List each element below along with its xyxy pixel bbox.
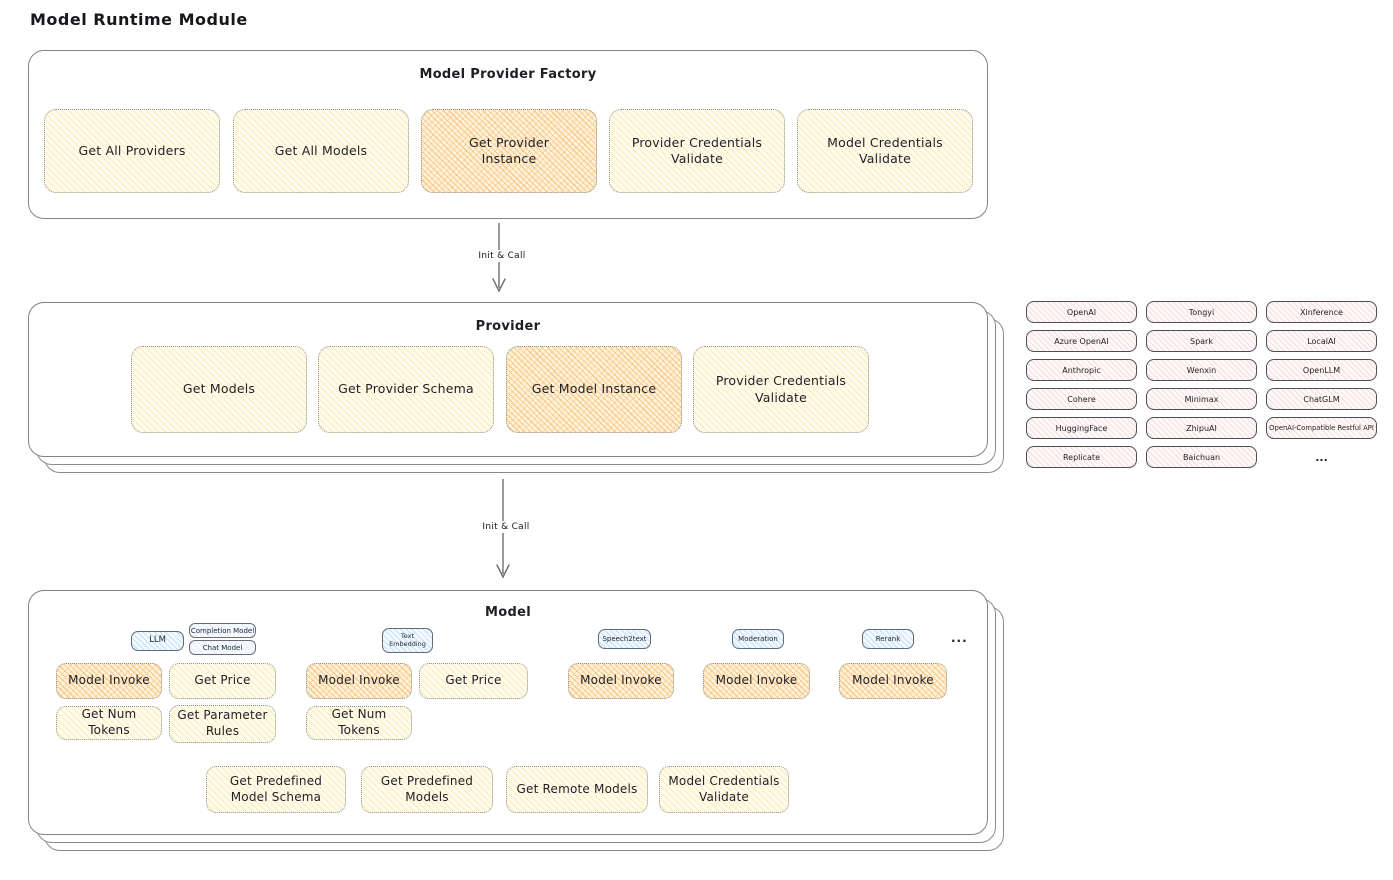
provider-item-localai: LocalAI <box>1266 330 1377 352</box>
provider-item-baichuan: Baichuan <box>1146 446 1257 468</box>
provider-list: OpenAI Tongyi Xinference Azure OpenAI Sp… <box>1026 301 1377 468</box>
model-types-ellipsis: ... <box>951 631 968 645</box>
tag-speech2text: Speech2text <box>598 629 651 649</box>
tag-rerank: Rerank <box>862 629 914 649</box>
provider-item-cohere: Cohere <box>1026 388 1137 410</box>
method-get-num-tokens-text-embedding: Get Num Tokens <box>306 706 412 740</box>
method-get-num-tokens-llm: Get Num Tokens <box>56 706 162 740</box>
model-container: Model LLM Completion Model Chat Model Te… <box>28 590 988 835</box>
provider-item-wenxin: Wenxin <box>1146 359 1257 381</box>
method-model-invoke-moderation: Model Invoke <box>703 663 810 699</box>
method-get-price-text-embedding: Get Price <box>419 663 528 699</box>
provider-title: Provider <box>475 319 541 334</box>
method-get-all-models: Get All Models <box>233 109 409 193</box>
method-model-invoke-speech2text: Model Invoke <box>568 663 674 699</box>
provider-list-ellipsis: ... <box>1315 450 1328 464</box>
provider-item-openllm: OpenLLM <box>1266 359 1377 381</box>
method-get-predefined-model-schema: Get Predefined Model Schema <box>206 766 346 813</box>
provider-item-replicate: Replicate <box>1026 446 1137 468</box>
method-get-all-providers: Get All Providers <box>44 109 220 193</box>
method-get-remote-models: Get Remote Models <box>506 766 648 813</box>
tag-llm: LLM <box>131 631 184 651</box>
provider-container: Provider Get Models Get Provider Schema … <box>28 302 988 457</box>
provider-item-openai-compatible: OpenAI-Compatible Restful API <box>1266 417 1377 439</box>
provider-item-chatglm: ChatGLM <box>1266 388 1377 410</box>
tag-moderation: Moderation <box>732 629 784 649</box>
provider-item-huggingface: HuggingFace <box>1026 417 1137 439</box>
tag-completion-model: Completion Model <box>189 623 256 638</box>
method-provider-credentials-validate: Provider Credentials Validate <box>609 109 785 193</box>
method-get-model-instance: Get Model Instance <box>506 346 682 433</box>
method-get-parameter-rules: Get Parameter Rules <box>169 705 276 743</box>
method-get-predefined-models: Get Predefined Models <box>361 766 493 813</box>
tag-text-embedding: Text Embedding <box>382 628 433 653</box>
provider-item-azure-openai: Azure OpenAI <box>1026 330 1137 352</box>
method-model-invoke-text-embedding: Model Invoke <box>306 663 412 699</box>
factory-container: Model Provider Factory Get All Providers… <box>28 50 988 219</box>
method-get-provider-instance: Get Provider Instance <box>421 109 597 193</box>
arrow-label-init-call-2: Init & Call <box>472 521 540 533</box>
method-get-price-llm: Get Price <box>169 663 276 699</box>
provider-item-spark: Spark <box>1146 330 1257 352</box>
method-provider-credentials-validate-2: Provider Credentials Validate <box>693 346 869 433</box>
provider-item-openai: OpenAI <box>1026 301 1137 323</box>
tag-chat-model: Chat Model <box>189 640 256 655</box>
method-model-credentials-validate: Model Credentials Validate <box>797 109 973 193</box>
provider-item-anthropic: Anthropic <box>1026 359 1137 381</box>
provider-item-xinference: Xinference <box>1266 301 1377 323</box>
method-get-provider-schema: Get Provider Schema <box>318 346 494 433</box>
model-title: Model <box>485 605 531 620</box>
provider-item-zhipuai: ZhipuAI <box>1146 417 1257 439</box>
method-get-models: Get Models <box>131 346 307 433</box>
arrow-label-init-call-1: Init & Call <box>468 250 536 262</box>
provider-item-tongyi: Tongyi <box>1146 301 1257 323</box>
method-model-invoke-llm: Model Invoke <box>56 663 162 699</box>
provider-item-minimax: Minimax <box>1146 388 1257 410</box>
method-model-credentials-validate-2: Model Credentials Validate <box>659 766 789 813</box>
method-model-invoke-rerank: Model Invoke <box>839 663 947 699</box>
factory-title: Model Provider Factory <box>419 67 597 82</box>
diagram-title: Model Runtime Module <box>30 10 248 29</box>
